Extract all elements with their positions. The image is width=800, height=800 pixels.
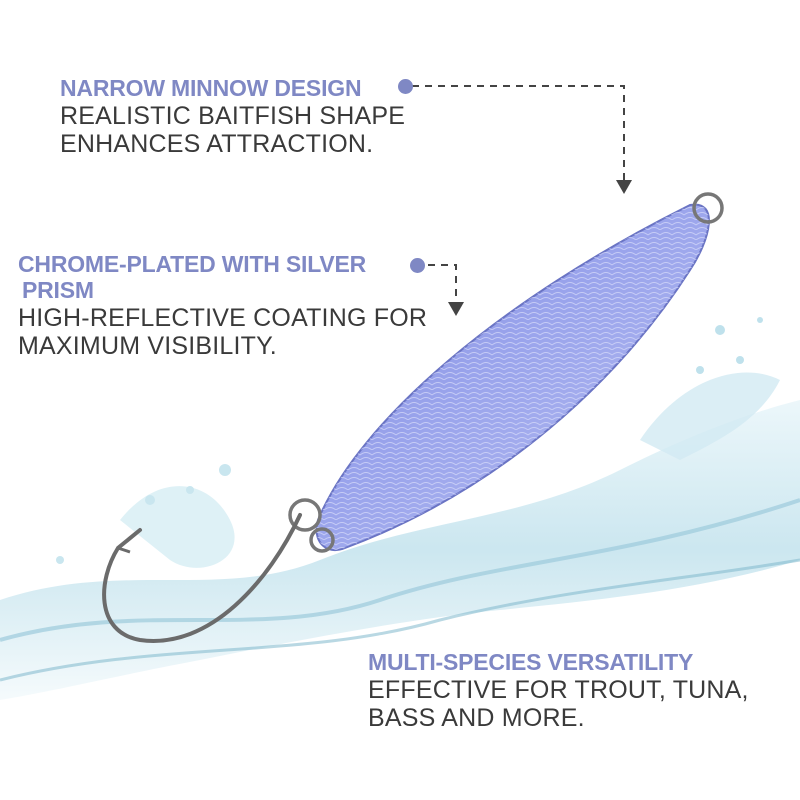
feature-2-title-line-2: PRISM xyxy=(22,276,94,303)
feature-narrow-minnow: NARROW MINNOW DESIGN REALISTIC BAITFISH … xyxy=(60,75,406,158)
split-ring-top xyxy=(692,192,724,224)
connector-2-arrow xyxy=(448,302,464,316)
spoon-lure xyxy=(315,203,710,551)
feature-2-title: CHROME-PLATED WITH SILVER PRISM xyxy=(18,251,398,304)
feature-2-body-line-2: MAXIMUM VISIBILITY. xyxy=(18,331,277,360)
feature-2-title-line-1: CHROME-PLATED WITH SILVER xyxy=(18,251,367,277)
feature-chrome-plated: CHROME-PLATED WITH SILVER PRISM HIGH-REF… xyxy=(18,251,428,360)
connector-1-arrow xyxy=(616,180,632,194)
feature-2-body-line-1: HIGH-REFLECTIVE COATING FOR xyxy=(18,303,428,332)
feature-3-title: MULTI-SPECIES VERSATILITY xyxy=(368,649,694,675)
feature-1-dot xyxy=(398,79,413,94)
feature-3-body-line-2: BASS AND MORE. xyxy=(368,703,585,732)
feature-1-body-line-1: REALISTIC BAITFISH SHAPE xyxy=(60,101,406,130)
connector-1 xyxy=(412,85,625,180)
split-ring-bottom xyxy=(288,498,335,553)
feature-3-body-line-1: EFFECTIVE FOR TROUT, TUNA, xyxy=(368,675,749,704)
feature-multi-species: MULTI-SPECIES VERSATILITY EFFECTIVE FOR … xyxy=(368,649,749,732)
single-hook xyxy=(102,513,302,643)
feature-1-title: NARROW MINNOW DESIGN xyxy=(60,75,362,101)
connector-2 xyxy=(428,264,457,302)
feature-2-dot xyxy=(410,258,425,273)
water-splash xyxy=(0,317,800,700)
feature-1-body-line-2: ENHANCES ATTRACTION. xyxy=(60,129,374,158)
